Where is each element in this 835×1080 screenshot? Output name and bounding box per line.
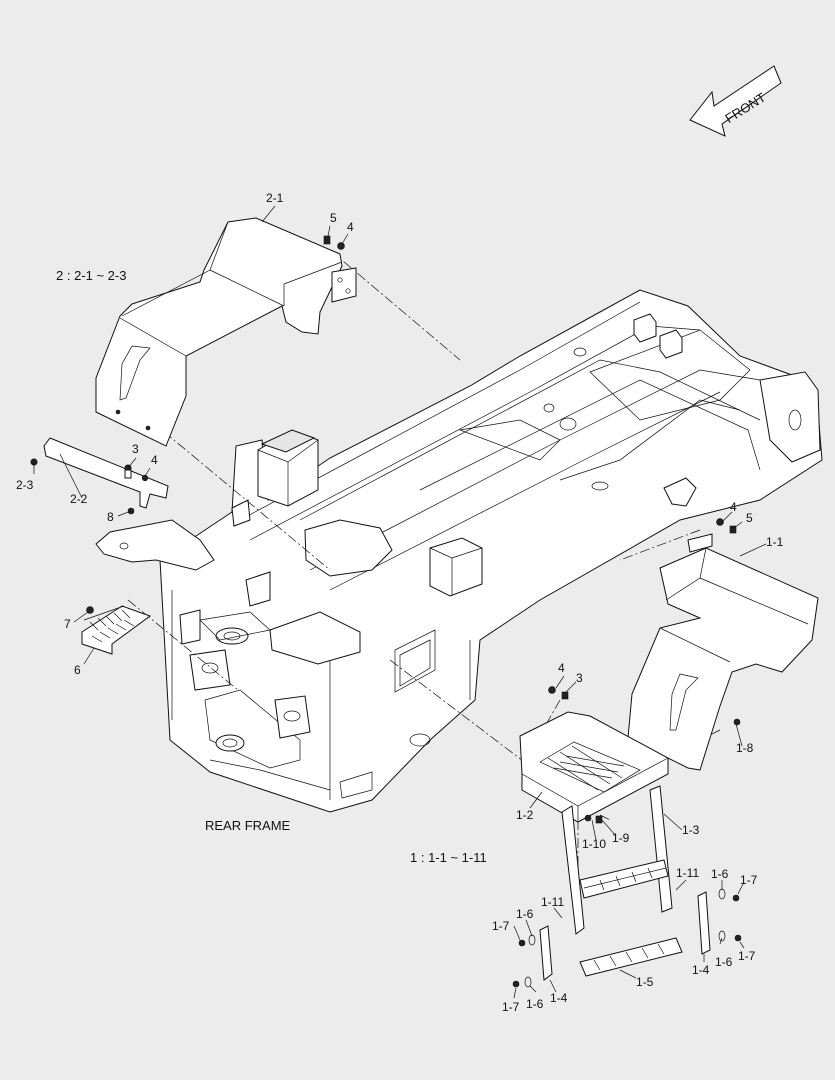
callout-5: 5 (330, 211, 337, 225)
callout-3: 3 (576, 671, 583, 685)
callout-1-8: 1-8 (736, 741, 754, 755)
callout-1-1: 1-1 (766, 535, 784, 549)
callout-1-4: 1-4 (692, 963, 710, 977)
plates-1-4 (512, 888, 742, 988)
plate-bracket (95, 507, 215, 571)
callout-1-6: 1-6 (526, 997, 544, 1011)
callout-1-7: 1-7 (502, 1000, 520, 1014)
step-6 (81, 605, 152, 655)
leader-lines (33, 205, 767, 999)
callout-1-7: 1-7 (492, 919, 510, 933)
callout-1-6: 1-6 (516, 907, 534, 921)
callout-1-11: 1-11 (676, 866, 699, 880)
callout-1-10: 1-10 (582, 837, 606, 851)
caption-assembly-2: 2 : 2-1 ~ 2-3 (56, 268, 126, 283)
callout-2-2: 2-2 (70, 492, 88, 506)
callout-1-9: 1-9 (612, 831, 630, 845)
bracket-2-2 (30, 437, 169, 509)
step-box-1-2 (519, 686, 669, 823)
callout-1-6: 1-6 (715, 955, 733, 969)
callout-1-11: 1-11 (541, 895, 564, 909)
callout-5: 5 (746, 511, 753, 525)
callout-3: 3 (132, 442, 139, 456)
callout-7: 7 (64, 617, 71, 631)
callout-1-3: 1-3 (682, 823, 700, 837)
caption-assembly-1: 1 : 1-1 ~ 1-11 (410, 850, 487, 865)
callout-labels: 2-1 5 4 3 4 2-3 2-2 8 7 6 4 5 1-1 4 3 1-… (16, 191, 784, 1014)
callout-6: 6 (74, 663, 81, 677)
callout-2-1: 2-1 (266, 191, 284, 205)
bolts-2-1 (323, 235, 345, 250)
callout-1-5: 1-5 (636, 975, 654, 989)
callout-2-3: 2-3 (16, 478, 34, 492)
callout-4: 4 (151, 453, 158, 467)
callout-1-4: 1-4 (550, 991, 568, 1005)
ladder-1-3 (561, 785, 673, 935)
callout-4: 4 (558, 661, 565, 675)
callout-1-6: 1-6 (711, 867, 729, 881)
front-arrow-icon: FRONT (689, 65, 782, 137)
fender-2-1 (95, 217, 357, 447)
callout-1-7: 1-7 (740, 873, 758, 887)
callout-1-2: 1-2 (516, 808, 534, 822)
rear-frame (159, 289, 823, 813)
callout-4: 4 (347, 220, 354, 234)
callout-8: 8 (107, 510, 114, 524)
callout-1-7: 1-7 (738, 949, 756, 963)
caption-rear-frame: REAR FRAME (205, 818, 291, 833)
fender-1-1 (627, 518, 819, 771)
callout-4: 4 (730, 500, 737, 514)
